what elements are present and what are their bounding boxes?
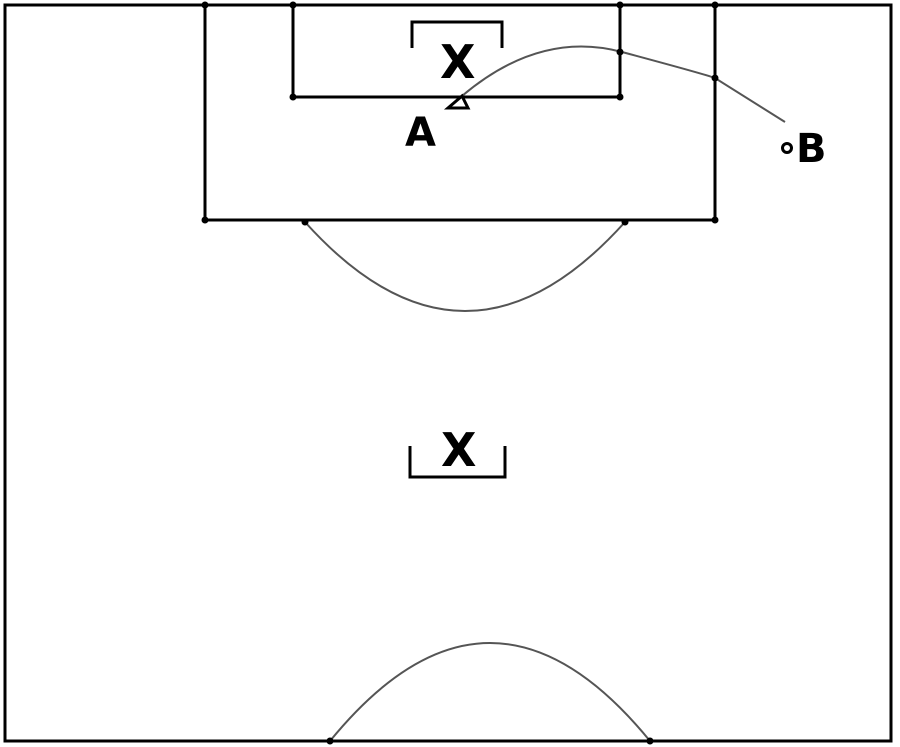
junction-dot [616,93,624,101]
center-marker-bracket [408,446,507,479]
goal-marker-bracket [410,20,504,48]
point-b-dot [781,142,793,154]
junction-dot [616,1,624,9]
point-a-marker [443,93,471,110]
point-b-label: B [796,126,827,172]
junction-dot [646,737,654,745]
junction-dot [621,218,629,226]
junction-dot [711,216,719,224]
penalty-arc [304,221,626,312]
junction-dot [201,216,209,224]
junction-dot [711,1,719,9]
trajectory-curve [461,45,786,123]
junction-dot [201,1,209,9]
goal-mark-label: X [440,35,475,89]
pitch-boundary [3,3,893,743]
junction-dot [711,74,719,82]
junction-dot [301,218,309,226]
junction-dot [289,1,297,9]
junction-dot [616,48,624,56]
junction-dot [326,737,334,745]
center-mark-label: X [441,423,476,477]
center-arc [329,642,651,742]
point-a-label: A [405,110,436,156]
junction-dot [289,93,297,101]
